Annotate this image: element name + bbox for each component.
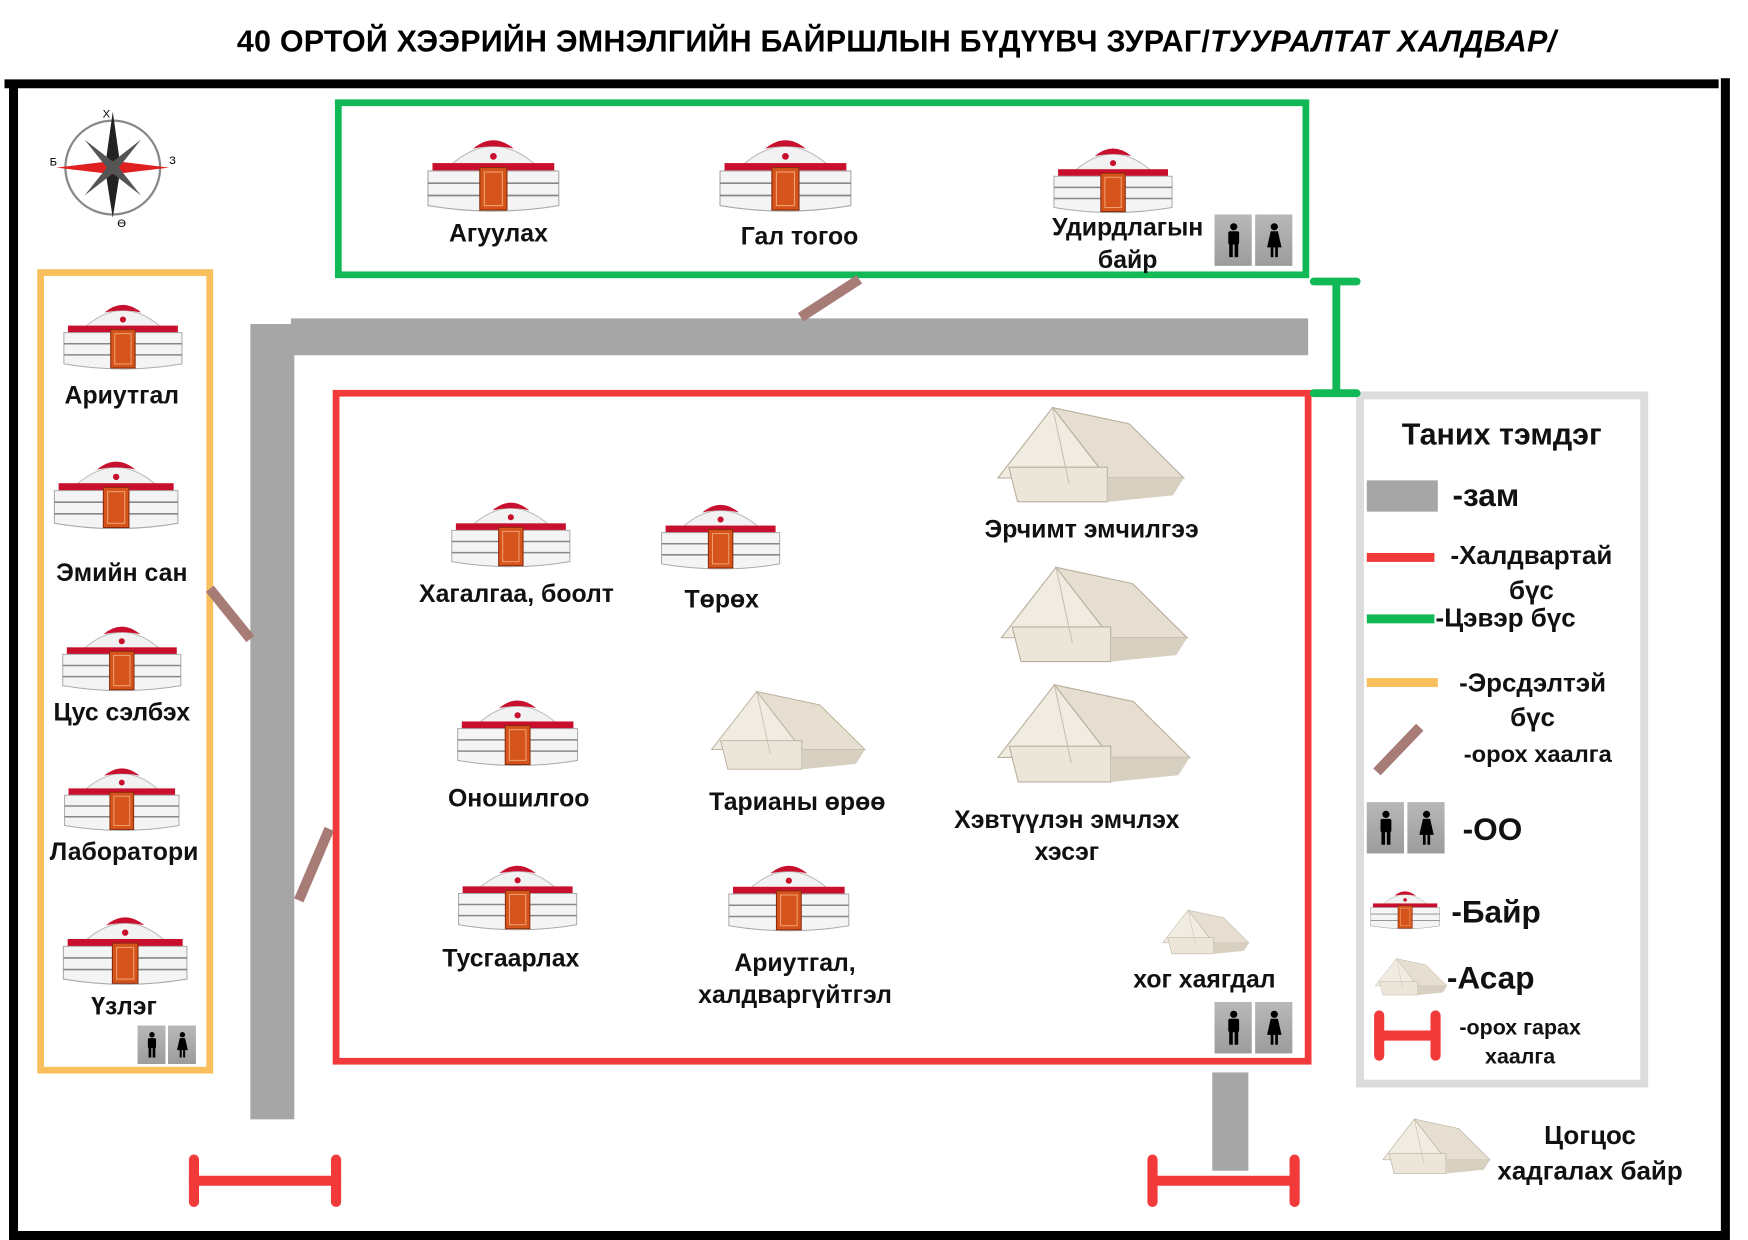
legend-main-gate: -орох гарах хаалга: [1459, 1016, 1581, 1070]
clean-zone-border: [334, 99, 1310, 279]
main-gate-left: [188, 1154, 342, 1208]
tent-icon: [979, 562, 1199, 670]
building-icon: [423, 134, 564, 214]
legend-infected-swatch: [1366, 552, 1435, 562]
building-icon: [60, 299, 186, 372]
building-label: Эмийн сан: [56, 558, 188, 587]
svg-text:Х: Х: [103, 108, 111, 120]
building-icon: [449, 695, 587, 769]
building-icon: [449, 860, 587, 933]
building-label: Ариутгал, халдваргүйтгэл: [698, 948, 892, 1009]
legend-infected: -Халдвартай бүс: [1450, 540, 1613, 605]
legend-clean-swatch: [1366, 614, 1435, 624]
compass-icon: Х Ө Б З: [50, 108, 177, 229]
page-title: 40 ОРТОЙ ХЭЭРИЙН ЭМНЭЛГИЙН БАЙРШЛЫН БҮДҮ…: [236, 24, 1557, 59]
building-icon: [442, 497, 580, 570]
clean-gate: [1309, 277, 1361, 398]
legend-entry-gate: -орох хаалга: [1463, 741, 1612, 768]
entry-gate-infected: [294, 826, 334, 903]
tent-icon: [1367, 955, 1452, 1000]
entry-gate-risk: [205, 585, 255, 643]
toilet-icon: [1366, 802, 1445, 854]
building-label: Цус сэлбэх: [53, 698, 191, 727]
tent-icon: [694, 687, 874, 776]
building-label: Оношилгоо: [448, 784, 590, 813]
main-gate-right: [1147, 1154, 1300, 1208]
building-icon: [1045, 143, 1180, 216]
building-label: Лаборатори: [49, 837, 199, 866]
legend-road: -зам: [1452, 478, 1520, 513]
legend-tent: -Асар: [1446, 960, 1535, 996]
tent-icon: [975, 402, 1195, 510]
building-label: Төрөх: [684, 585, 759, 614]
toilet-icon: [1214, 214, 1293, 266]
building-label: Үзлэг: [91, 991, 157, 1020]
building-label: Гал тогоо: [740, 222, 859, 251]
road-horizontal: [290, 318, 1309, 356]
legend-main-gate-swatch: [1374, 1010, 1441, 1061]
entry-gate-clean: [797, 275, 863, 322]
building-label: Ариутгал: [64, 380, 180, 409]
building-icon: [47, 456, 185, 532]
building-label: Удирдлагын байр: [1052, 213, 1204, 274]
building-label: Тарианы өрөө: [709, 787, 886, 816]
svg-text:Ө: Ө: [117, 218, 126, 230]
legend-border: [1356, 391, 1649, 1088]
toilet-icon: [1214, 1002, 1293, 1054]
infected-zone-border: [332, 389, 1312, 1065]
tent-icon: [975, 679, 1201, 791]
tent-icon: [1370, 1115, 1496, 1180]
legend-title: Таних тэмдэг: [1401, 417, 1602, 452]
outer-border: [4, 78, 1730, 1240]
tent-icon: [1153, 907, 1254, 958]
building-icon: [718, 860, 859, 934]
building-label: Хэвтүүлэн эмчлэх хэсэг: [954, 805, 1180, 866]
legend-clean: -Цэвэр бүс: [1435, 603, 1576, 633]
building-icon: [61, 912, 190, 988]
building-label: Хагалгаа, боолт: [419, 579, 614, 608]
toilet-icon: [137, 1025, 196, 1065]
building-label: Агуулах: [449, 218, 548, 247]
road-stub: [1212, 1072, 1249, 1171]
legend-road-swatch: [1366, 480, 1438, 512]
legend-building: -Байр: [1451, 894, 1541, 930]
road-vertical: [250, 323, 295, 1120]
svg-text:Б: Б: [50, 156, 57, 168]
building-icon: [59, 763, 185, 833]
legend-risk-swatch: [1366, 678, 1438, 688]
building-label: Эрчимт эмчилгээ: [984, 514, 1199, 543]
legend-toilet: -ОО: [1462, 812, 1523, 847]
morgue-label: Цогцос хадгалах байр: [1497, 1120, 1683, 1186]
svg-text:З: З: [169, 155, 176, 167]
risk-zone-border: [37, 269, 214, 1074]
building-icon: [715, 134, 856, 214]
building-icon: [55, 621, 188, 694]
building-label: хог хаягдал: [1133, 965, 1276, 994]
building-icon: [1367, 888, 1444, 930]
legend-risk: -Эрсдэлтэй бүс: [1459, 668, 1607, 732]
building-label: Тусгаарлах: [442, 943, 580, 972]
building-icon: [652, 499, 790, 572]
legend-gate-swatch: [1373, 723, 1424, 776]
